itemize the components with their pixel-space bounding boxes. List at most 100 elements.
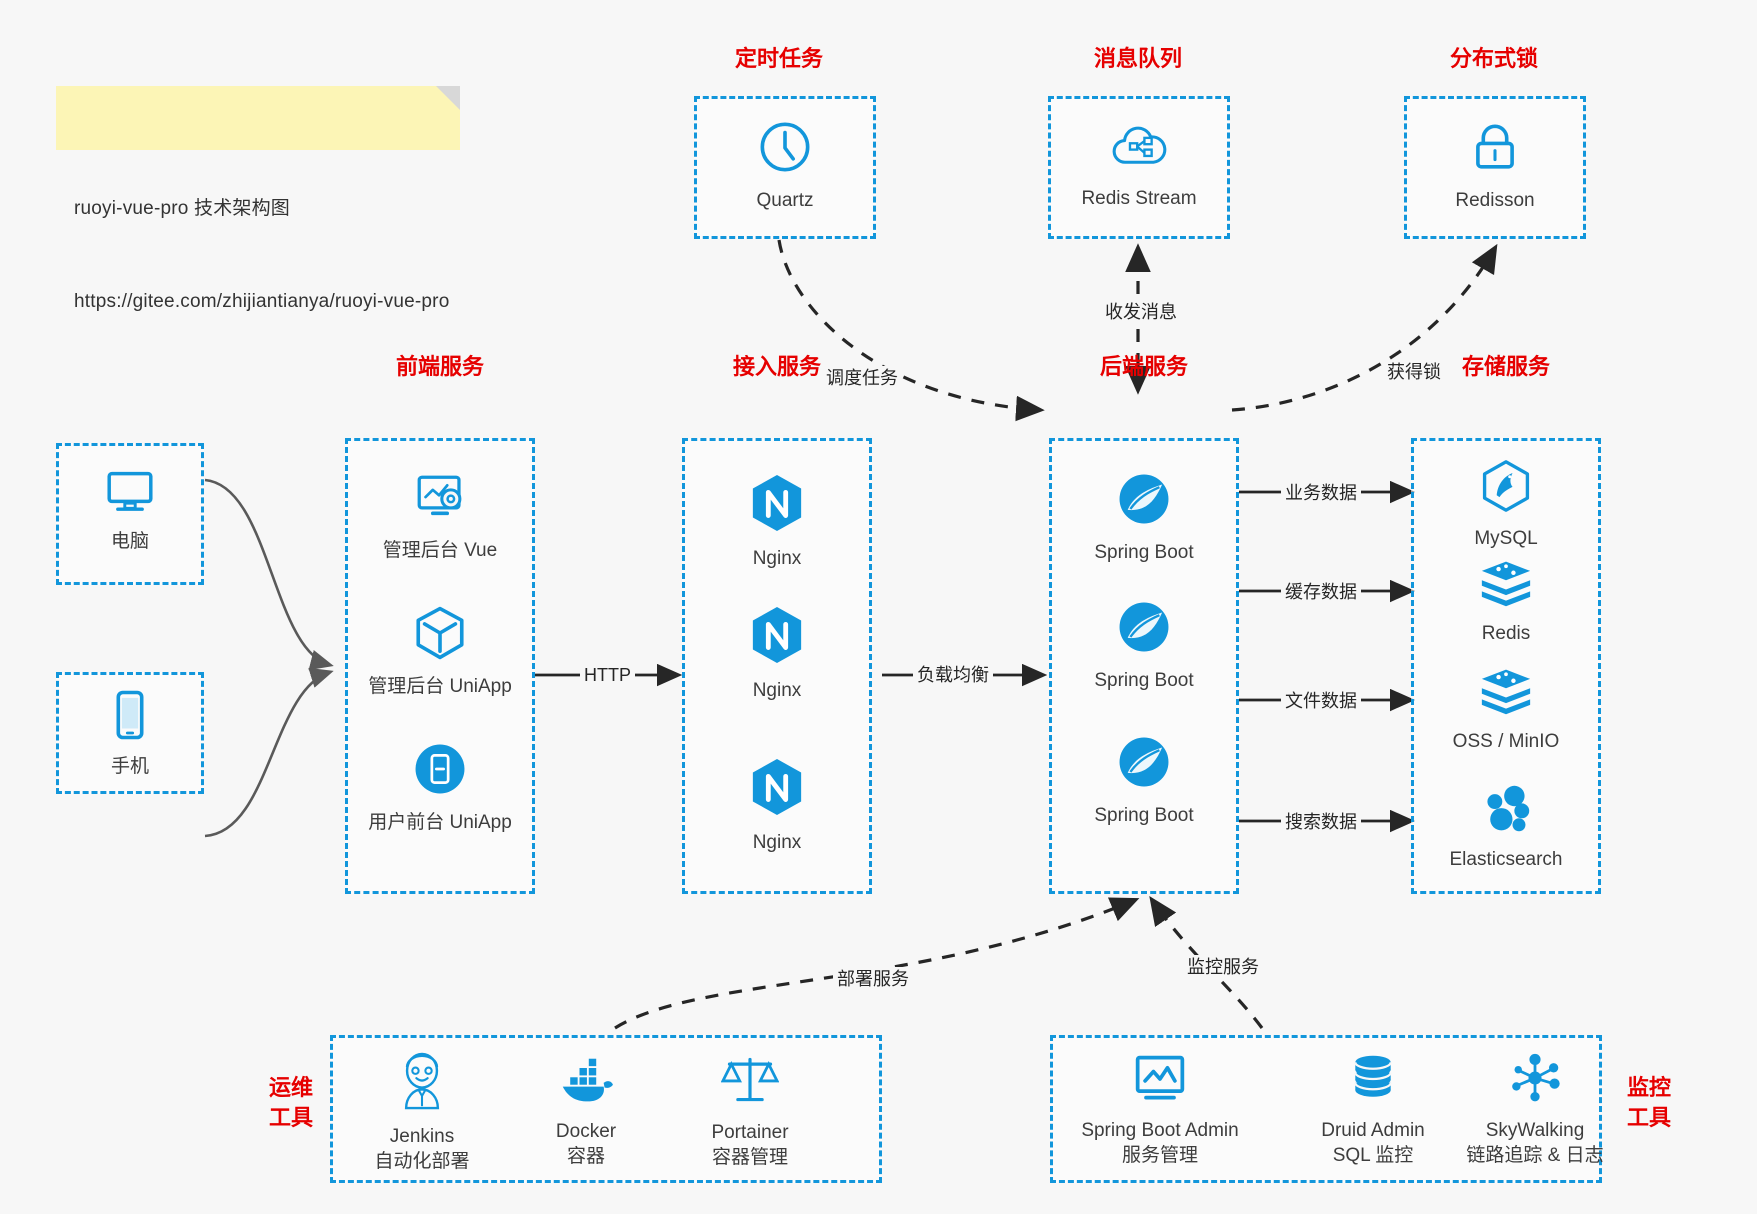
- nginx-icon: [749, 604, 805, 671]
- node-label-spring-boot-admin: Spring Boot Admin: [1081, 1120, 1239, 1141]
- nginx-icon: [749, 756, 805, 823]
- node-admin-uniapp[interactable]: 管理后台 UniApp: [355, 604, 525, 699]
- group-box-monitoring: [1050, 1035, 1602, 1183]
- note-line-title: ruoyi-vue-pro 技术架构图: [74, 198, 291, 219]
- node-quartz[interactable]: Quartz: [710, 118, 860, 213]
- sticky-note: ruoyi-vue-pro 技术架构图 https://gitee.com/zh…: [56, 86, 460, 312]
- node-label-redisson: Redisson: [1455, 190, 1535, 211]
- node-jenkins[interactable]: Jenkins 自动化部署: [348, 1050, 496, 1174]
- edge-label-search-data: 搜索数据: [1281, 810, 1361, 834]
- node-nginx-1[interactable]: Nginx: [692, 472, 862, 571]
- scales-icon: [720, 1052, 780, 1113]
- node-label-desktop: 电脑: [110, 531, 149, 552]
- monitor-chart-icon: [1131, 1052, 1189, 1111]
- group-title-devops-line1: 运维: [268, 1075, 313, 1100]
- node-mobile[interactable]: 手机: [66, 688, 194, 779]
- node-nginx-3[interactable]: Nginx: [692, 756, 862, 855]
- database-icon: [1345, 1052, 1401, 1111]
- node-sublabel-docker: 容器: [566, 1146, 605, 1167]
- node-sublabel-druid-admin: SQL 监控: [1332, 1145, 1414, 1166]
- node-label-spring-boot-3: Spring Boot: [1094, 805, 1194, 826]
- docker-icon: [555, 1055, 617, 1112]
- clock-icon: [756, 118, 814, 181]
- group-title-backend: 后端服务: [1099, 354, 1188, 379]
- node-druid-admin[interactable]: Druid Admin SQL 监控: [1288, 1052, 1458, 1168]
- node-label-portainer: Portainer: [711, 1122, 789, 1143]
- node-label-docker: Docker: [555, 1121, 617, 1142]
- cloud-stream-icon: [1110, 118, 1168, 179]
- group-box-mq: [1048, 96, 1230, 239]
- node-redis[interactable]: Redis: [1421, 557, 1591, 646]
- spring-boot-icon: [1115, 733, 1173, 796]
- dashboard-icon: [411, 470, 469, 531]
- node-spring-boot-3[interactable]: Spring Boot: [1059, 733, 1229, 828]
- group-title-monitoring: 监控 工具: [1614, 1073, 1684, 1133]
- edge-label-cache-data: 缓存数据: [1281, 580, 1361, 604]
- node-label-spring-boot-2: Spring Boot: [1094, 670, 1194, 691]
- node-skywalking[interactable]: SkyWalking 链路追踪 & 日志: [1440, 1052, 1630, 1168]
- redis-icon: [1478, 557, 1534, 614]
- group-title-monitoring-line2: 工具: [1626, 1105, 1671, 1130]
- node-label-nginx-3: Nginx: [752, 832, 802, 853]
- node-user-uniapp[interactable]: 用户前台 UniApp: [355, 740, 525, 835]
- node-redisson[interactable]: Redisson: [1420, 118, 1570, 213]
- group-title-storage: 存储服务: [1461, 354, 1550, 379]
- note-line-url: https://gitee.com/zhijiantianya/ruoyi-vu…: [74, 291, 450, 312]
- node-portainer[interactable]: Portainer 容器管理: [670, 1052, 830, 1170]
- oss-minio-icon: [1478, 665, 1534, 722]
- node-label-elasticsearch: Elasticsearch: [1449, 849, 1563, 870]
- node-label-admin-vue: 管理后台 Vue: [382, 540, 498, 561]
- node-sublabel-skywalking: 链路追踪 & 日志: [1466, 1145, 1604, 1166]
- node-label-skywalking: SkyWalking: [1485, 1120, 1585, 1141]
- note-fold-corner: [436, 86, 460, 110]
- spring-boot-icon: [1115, 598, 1173, 661]
- group-title-devops-line2: 工具: [268, 1105, 313, 1130]
- node-desktop[interactable]: 电脑: [66, 465, 194, 554]
- spring-boot-icon: [1115, 470, 1173, 533]
- group-title-mq: 消息队列: [1093, 46, 1182, 71]
- node-nginx-2[interactable]: Nginx: [692, 604, 862, 703]
- jenkins-icon: [394, 1050, 450, 1117]
- node-mysql[interactable]: MySQL: [1421, 458, 1591, 551]
- skywalking-icon: [1506, 1052, 1564, 1111]
- node-label-redis: Redis: [1481, 623, 1531, 644]
- edge-label-monitor-service: 监控服务: [1183, 955, 1263, 979]
- elasticsearch-icon: [1478, 783, 1534, 840]
- node-label-jenkins: Jenkins: [389, 1126, 455, 1147]
- edge-label-load-balance: 负载均衡: [913, 663, 993, 687]
- node-docker[interactable]: Docker 容器: [512, 1055, 660, 1169]
- node-spring-boot-1[interactable]: Spring Boot: [1059, 470, 1229, 565]
- edge-label-send-receive-message: 收发消息: [1101, 300, 1181, 324]
- padlock-icon: [1468, 118, 1522, 181]
- node-redis-stream[interactable]: Redis Stream: [1064, 118, 1214, 211]
- node-admin-vue[interactable]: 管理后台 Vue: [355, 470, 525, 563]
- node-oss-minio[interactable]: OSS / MinIO: [1421, 665, 1591, 754]
- node-spring-boot-2[interactable]: Spring Boot: [1059, 598, 1229, 693]
- edge-label-business-data: 业务数据: [1281, 481, 1361, 505]
- group-title-lock: 分布式锁: [1449, 46, 1538, 71]
- node-label-oss-minio: OSS / MinIO: [1452, 731, 1560, 752]
- node-label-user-uniapp: 用户前台 UniApp: [368, 812, 512, 833]
- edge-label-file-data: 文件数据: [1281, 689, 1361, 713]
- node-sublabel-spring-boot-admin: 服务管理: [1121, 1145, 1198, 1166]
- phone-app-icon: [411, 740, 469, 803]
- node-label-redis-stream: Redis Stream: [1081, 188, 1197, 209]
- node-spring-boot-admin[interactable]: Spring Boot Admin 服务管理: [1060, 1052, 1260, 1168]
- node-elasticsearch[interactable]: Elasticsearch: [1421, 783, 1591, 872]
- node-label-mobile: 手机: [110, 756, 149, 777]
- node-label-nginx-2: Nginx: [752, 680, 802, 701]
- edge-label-http: HTTP: [580, 663, 635, 687]
- group-title-scheduler: 定时任务: [734, 46, 823, 71]
- group-box-lock: [1404, 96, 1586, 239]
- node-sublabel-jenkins: 自动化部署: [374, 1151, 470, 1172]
- mysql-icon: [1479, 458, 1533, 519]
- group-box-scheduler: [694, 96, 876, 239]
- node-label-nginx-1: Nginx: [752, 548, 802, 569]
- desktop-icon: [102, 465, 158, 522]
- group-title-devops: 运维 工具: [256, 1073, 326, 1133]
- group-title-monitoring-line1: 监控: [1626, 1075, 1671, 1100]
- node-sublabel-portainer: 容器管理: [711, 1147, 788, 1168]
- node-label-spring-boot-1: Spring Boot: [1094, 542, 1194, 563]
- group-title-frontend: 前端服务: [395, 354, 484, 379]
